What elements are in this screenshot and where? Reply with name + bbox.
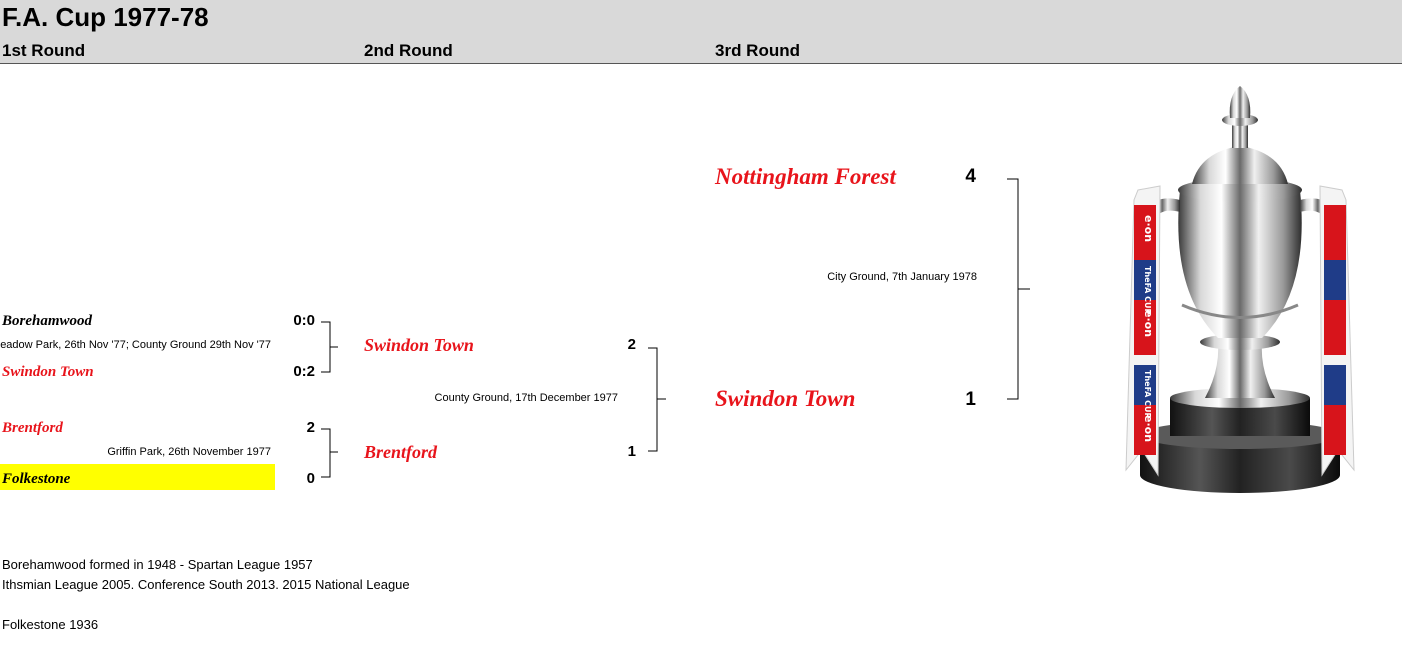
r2-team-b: Brentford	[364, 442, 438, 462]
note-line-1: Borehamwood formed in 1948 - Spartan Lea…	[2, 557, 313, 572]
r2-team-a: Swindon Town	[364, 335, 474, 355]
note-line-3: Folkestone 1936	[2, 617, 99, 632]
fa-cup-trophy-icon: e·on TheFA CUP e·on TheFA CUP e·on	[1125, 86, 1355, 493]
r1m1-team-b: Swindon Town	[2, 364, 94, 380]
r1m1-score-b: 0:2	[293, 363, 315, 380]
ribbon-text-4: TheFA CUP	[1143, 370, 1152, 418]
note-line-2: Ithsmian League 2005. Conference South 2…	[2, 577, 410, 592]
r3-score-a: 4	[965, 166, 976, 187]
round-header-1: 1st Round	[2, 41, 86, 60]
bracket-r3	[1007, 178, 1030, 400]
r1m1-venue: Meadow Park, 26th Nov '77; County Ground…	[0, 339, 271, 351]
bracket-r2	[648, 347, 666, 452]
r2-score-a: 2	[627, 336, 636, 353]
bracket-r1m1	[321, 321, 338, 373]
r1m2-venue: Griffin Park, 26th November 1977	[107, 446, 271, 458]
r1m2-team-b: Folkestone	[2, 471, 71, 487]
r3-team-b: Swindon Town	[715, 386, 856, 411]
ribbon-text-1: e·on	[1142, 215, 1155, 242]
ribbon-text-3: e·on	[1142, 310, 1155, 337]
ribbon-text-5: e·on	[1142, 415, 1155, 442]
round-header-2: 2nd Round	[364, 41, 453, 60]
r1m2-score-b: 0	[306, 470, 315, 487]
r3-venue: City Ground, 7th January 1978	[827, 271, 977, 283]
r1m2-score-a: 2	[306, 419, 315, 436]
r3-team-a: Nottingham Forest	[715, 164, 896, 189]
r2-venue: County Ground, 17th December 1977	[434, 392, 618, 404]
ribbon-text-2: TheFA CUP	[1143, 266, 1152, 314]
r3-score-b: 1	[965, 389, 976, 410]
r1m1-score-a: 0:0	[293, 312, 315, 329]
highlight-cell	[0, 464, 275, 490]
page-title: F.A. Cup 1977-78	[2, 2, 209, 32]
r1m1-team-a: Borehamwood	[2, 313, 93, 329]
round-header-3: 3rd Round	[715, 41, 800, 60]
header-band	[0, 0, 1402, 64]
r1m2-team-a: Brentford	[2, 420, 63, 436]
bracket-r1m2	[321, 428, 338, 478]
r2-score-b: 1	[627, 443, 636, 460]
